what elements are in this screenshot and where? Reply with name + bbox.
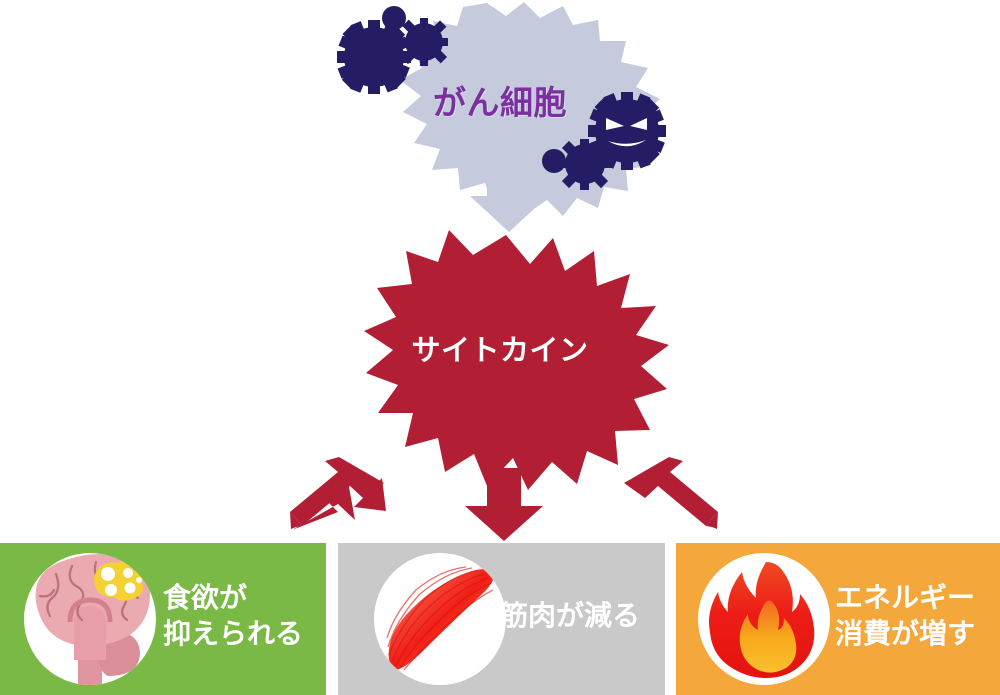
arrow-down-left-a <box>292 462 386 530</box>
arrow-right <box>624 457 718 529</box>
starburst-shape <box>364 230 669 490</box>
panel-label-energy: エネルギー 消費が増す <box>835 581 976 650</box>
brain-highlight <box>94 559 144 601</box>
panel-label-muscle: 筋肉が減る <box>500 599 641 632</box>
arrow-left <box>290 457 384 529</box>
brain-icon <box>35 554 150 685</box>
distribution-arrows <box>290 457 718 541</box>
arrow-down-center <box>465 468 543 541</box>
panel-label-appetite: 食欲が 抑えられる <box>163 581 304 650</box>
cancer-cell-cluster <box>337 6 666 190</box>
flame-icon <box>709 562 815 678</box>
cancer-cell-large-left <box>337 20 411 94</box>
cancer-cell-face <box>606 118 647 147</box>
cytokine-label: サイトカイン <box>411 333 589 367</box>
cytokine-starburst <box>364 230 669 490</box>
cancer-cell-with-face <box>588 92 666 170</box>
cancer-cell-label: がん細胞 <box>433 83 567 122</box>
